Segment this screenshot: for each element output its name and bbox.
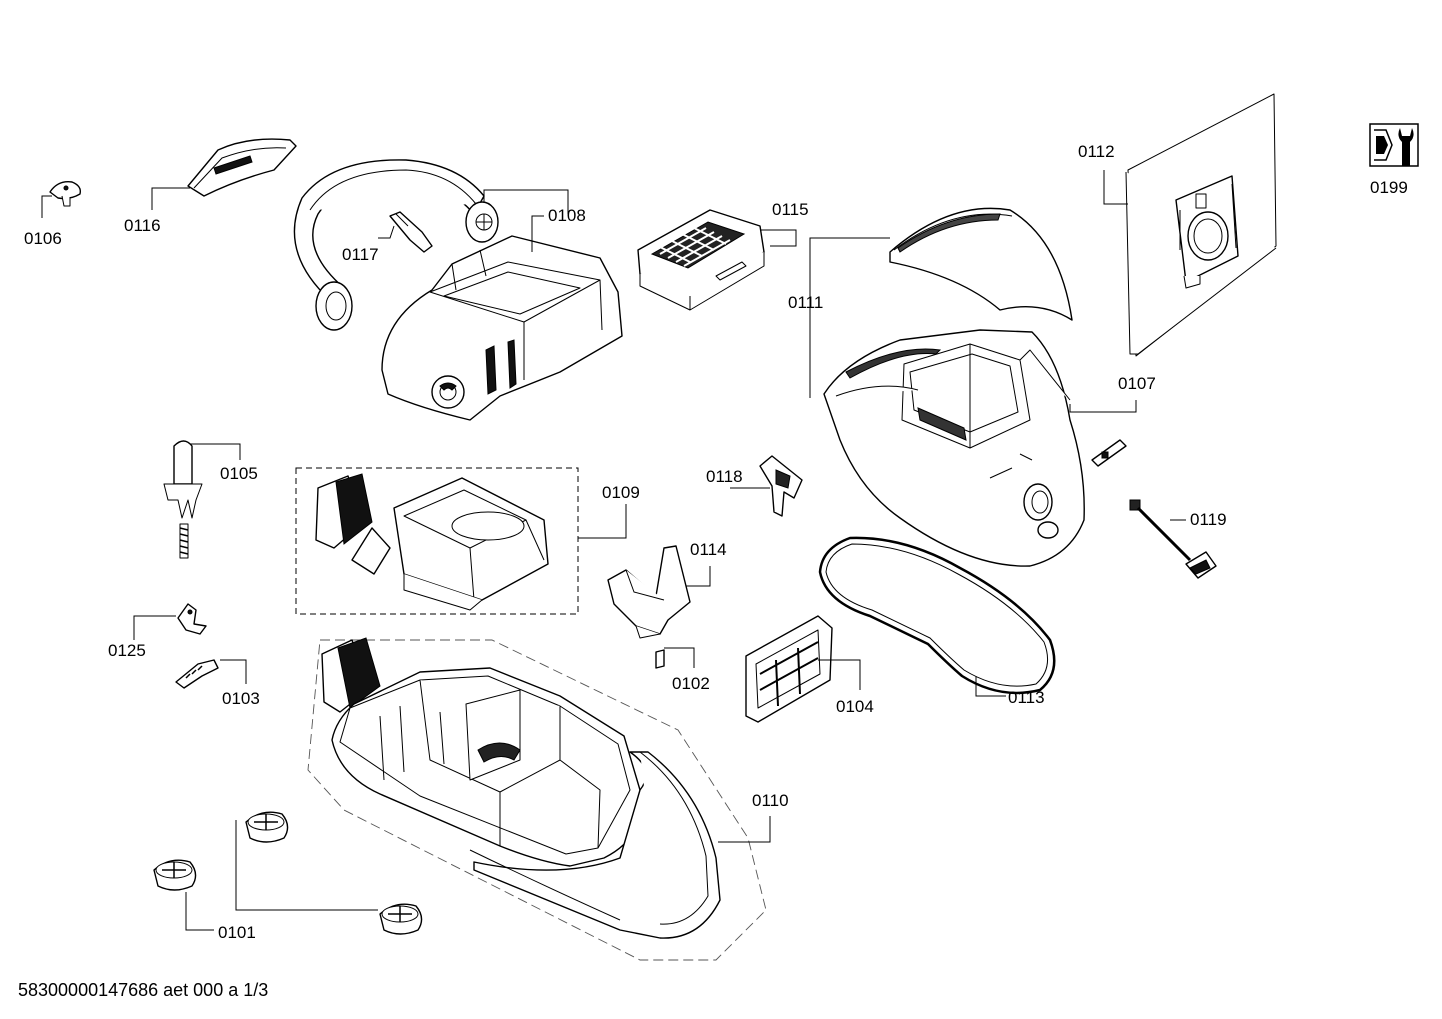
part-0116[interactable] (151, 138, 297, 210)
part-0125[interactable] (133, 603, 207, 640)
part-0102[interactable] (655, 647, 695, 669)
part-0101[interactable] (153, 811, 423, 935)
label-0115: 0115 (772, 200, 809, 219)
label-0104: 0104 (836, 697, 874, 716)
part-0104[interactable] (745, 615, 861, 723)
label-0118: 0118 (706, 467, 743, 486)
label-0103: 0103 (222, 689, 260, 708)
part-0111[interactable] (809, 207, 1085, 567)
label-0114: 0114 (690, 540, 727, 559)
bag-collar (1175, 175, 1239, 289)
label-0119: 0119 (1190, 510, 1227, 529)
label-0116: 0116 (124, 216, 161, 235)
part-0199[interactable] (1369, 123, 1419, 167)
label-0101: 0101 (218, 923, 256, 942)
part-0117[interactable] (378, 211, 433, 253)
part-0114[interactable] (607, 545, 711, 639)
wrench-icon (1369, 123, 1419, 167)
label-0102: 0102 (672, 674, 710, 693)
part-0115[interactable] (637, 209, 797, 311)
wheel-1 (245, 811, 289, 843)
filter-grid (650, 221, 746, 269)
label-0106: 0106 (24, 229, 62, 248)
drawing-code: 58300000147686 aet 000 a 1/3 (18, 980, 269, 1000)
label-0199: 0199 (1370, 178, 1408, 197)
label-0113: 0113 (1008, 688, 1045, 707)
part-0118[interactable] (730, 455, 803, 517)
wheel-3 (379, 903, 423, 935)
label-0110: 0110 (752, 791, 789, 810)
part-0106[interactable] (41, 181, 82, 218)
label-0108: 0108 (548, 206, 586, 225)
label-0112: 0112 (1078, 142, 1115, 161)
label-0107: 0107 (1118, 374, 1156, 393)
part-0103[interactable] (175, 659, 247, 689)
label-0105: 0105 (220, 464, 258, 483)
part-0112[interactable] (1103, 93, 1277, 357)
label-0111: 0111 (788, 293, 823, 312)
part-0113[interactable] (818, 536, 1056, 697)
part-0109[interactable] (295, 467, 627, 615)
wheel-2 (153, 859, 197, 891)
part-labels: 0106 0116 0117 0108 0115 0111 0112 0199 … (24, 142, 1408, 942)
label-0117: 0117 (342, 245, 379, 264)
part-0110[interactable] (307, 637, 771, 961)
part-0105[interactable] (163, 440, 241, 559)
label-0109: 0109 (602, 483, 640, 502)
part-0119[interactable] (1129, 499, 1217, 579)
part-pin[interactable] (1091, 439, 1127, 467)
label-0125: 0125 (108, 641, 146, 660)
part-0108[interactable] (293, 159, 623, 421)
part-0107[interactable] (1069, 400, 1137, 413)
